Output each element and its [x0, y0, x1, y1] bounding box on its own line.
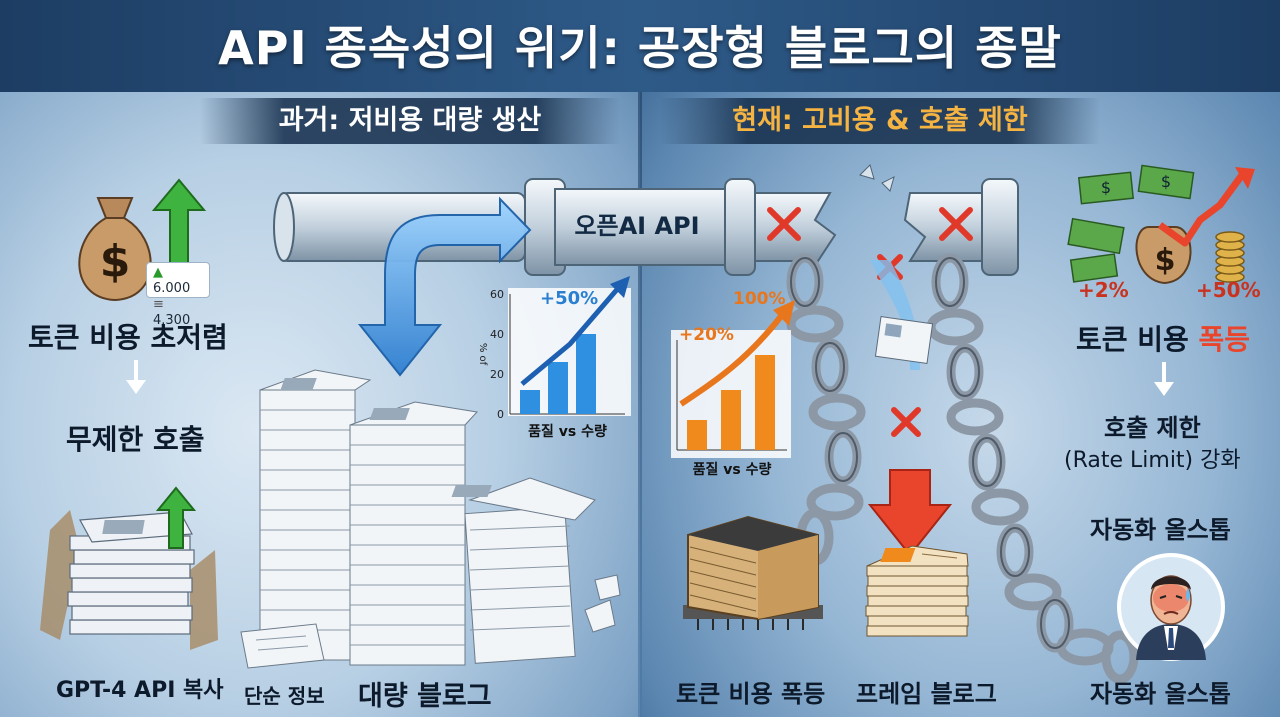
token-cost-low-label: 토큰 비용 초저렴	[28, 321, 228, 354]
right-chart-annotation: 100%	[733, 289, 786, 309]
price-badge: ▲ 6.000 ≡ 4.300	[146, 262, 210, 328]
left-chart: 0 20 40 60 % of +50% 품질 vs 수량	[477, 276, 631, 440]
small-paper-stack	[40, 510, 218, 650]
token-surge-prefix: 토큰 비용	[1076, 323, 1199, 356]
stressed-person-avatar	[1117, 553, 1225, 661]
right-chart-trend-line	[679, 313, 785, 407]
right-chart-annotation: +20%	[679, 325, 734, 345]
right-chart-trend-arrowhead	[773, 300, 795, 326]
single-paper	[240, 623, 325, 669]
left-chart-ytick: 0	[497, 408, 504, 421]
mass-blog-label: 대량 블로그	[358, 681, 492, 712]
left-flow-arrowhead	[126, 380, 146, 394]
right-chart-xlabel: 품질 vs 수량	[693, 462, 772, 478]
svg-text:$: $	[1155, 243, 1176, 278]
left-chart-bar	[576, 334, 596, 414]
falling-stream	[867, 260, 953, 557]
up-arrow-icon	[151, 178, 207, 271]
automation-stop-top-label: 자동화 올스톱	[1090, 516, 1231, 544]
left-chart-ytick: 60	[490, 288, 504, 301]
badge-line-1: 6.000	[153, 281, 191, 296]
openai-api-label: 오픈AI API	[574, 212, 700, 240]
left-chart-xlabel: 품질 vs 수량	[528, 424, 607, 440]
broken-chains	[786, 253, 1139, 684]
money-bag-icon: $	[78, 197, 152, 302]
api-pipe	[273, 164, 1019, 377]
right-chart-bar	[687, 420, 707, 450]
token-surge-label: 토큰 비용 폭등	[1076, 318, 1250, 358]
simple-info-label: 단순 정보	[244, 684, 325, 708]
left-chart-ytick: 20	[490, 368, 504, 381]
left-chart-trend-arrowhead	[610, 276, 630, 298]
left-chart-ytick: 40	[490, 328, 504, 341]
right-heading: 현재: 고비용 & 호출 제한	[660, 98, 1100, 144]
left-flow-stem	[134, 360, 138, 382]
left-chart-title: +50%	[540, 288, 598, 309]
left-chart-trend-line	[520, 284, 622, 386]
pct-left-label: +2%	[1078, 278, 1129, 302]
center-divider	[638, 90, 642, 717]
unlimited-calls-label: 무제한 호출	[66, 423, 205, 456]
gpt-copy-label: GPT-4 API 복사	[56, 678, 224, 703]
automation-stop-bottom-label: 자동화 올스톱	[1090, 680, 1231, 708]
right-chart: +20% 100% 품질 vs 수량	[671, 289, 795, 478]
svg-text:$: $	[100, 236, 131, 287]
pct-right-label: +50%	[1196, 278, 1261, 302]
svg-text:$: $	[1161, 172, 1171, 191]
premium-blog-label: 프레임 블로그	[856, 680, 997, 708]
svg-text:$: $	[1101, 178, 1111, 197]
small-up-arrow-icon	[155, 486, 197, 549]
rate-limit-line1-label: 호출 제한	[1104, 414, 1201, 442]
left-heading: 과거: 저비용 대량 생산	[200, 98, 620, 144]
page-title: API 종속성의 위기: 공장형 블로그의 종말	[218, 21, 1062, 75]
badge-line-2: 4.300	[153, 313, 191, 328]
left-chart-ylabel: % of	[477, 343, 488, 366]
rate-limit-line2-label: (Rate Limit) 강화	[1064, 448, 1241, 473]
processor-chip	[683, 515, 823, 630]
token-surge-bottom-label: 토큰 비용 폭등	[676, 680, 826, 708]
right-chart-bar	[721, 390, 741, 450]
premium-blog-stack	[865, 545, 969, 637]
left-chart-bar	[520, 390, 540, 414]
token-surge-word: 폭등	[1198, 323, 1251, 356]
right-flow-stem	[1162, 362, 1166, 384]
right-chart-bar	[755, 355, 775, 450]
right-flow-arrowhead	[1154, 382, 1174, 396]
title-bar: API 종속성의 위기: 공장형 블로그의 종말	[0, 0, 1280, 92]
mass-paper-stacks	[259, 369, 621, 666]
money-surge-icon: $ $ $	[1067, 164, 1255, 285]
left-chart-bar	[548, 362, 568, 414]
